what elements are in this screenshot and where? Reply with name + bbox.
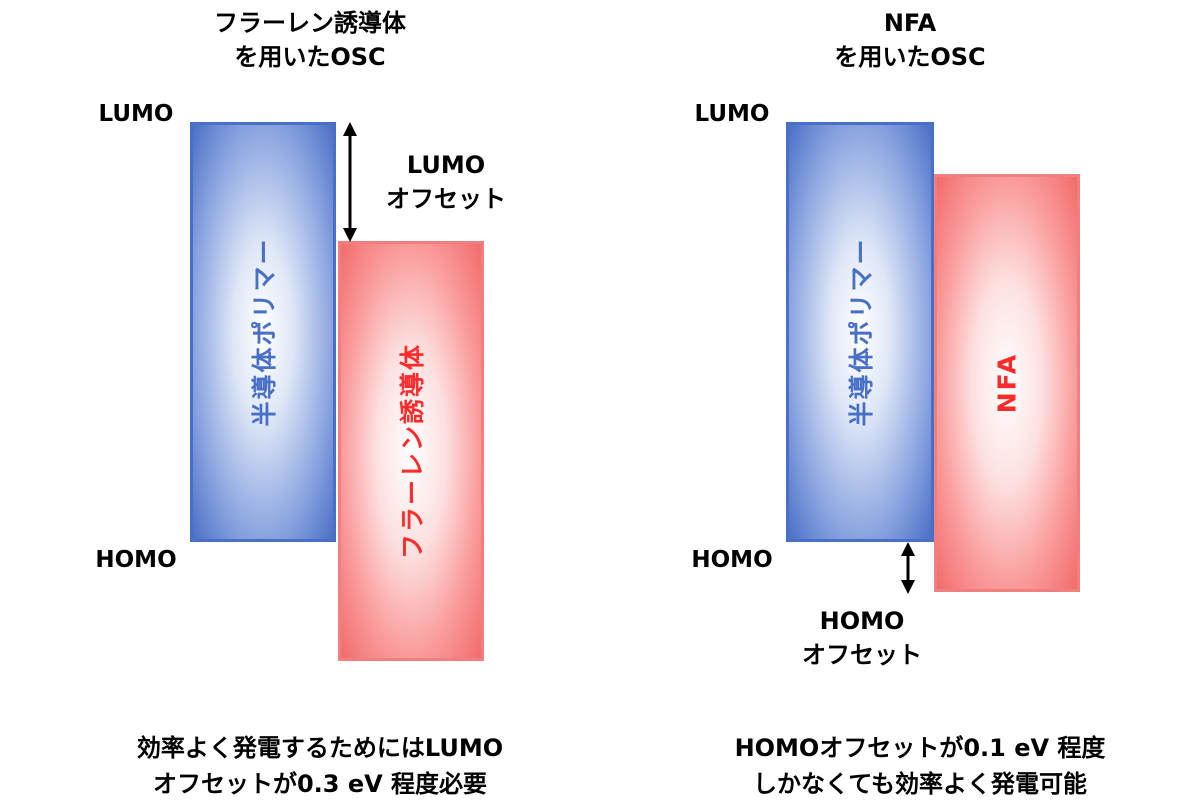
title-line-2: を用いたOSC <box>234 43 386 71</box>
title-line-1: フラーレン誘導体 <box>214 9 406 37</box>
lumo-offset-label: LUMO オフセット <box>346 148 546 216</box>
nfa-osc-panel: NFA を用いたOSC LUMO HOMO 半導体ポリマー NFA HOMO オ… <box>600 0 1200 800</box>
caption: 効率よく発電するためにはLUMO オフセットが0.3 eV 程度必要 <box>60 730 580 802</box>
title-line-1: NFA <box>883 9 937 37</box>
homo-offset-label: HOMO オフセット <box>762 604 962 672</box>
caption-line-1: 効率よく発電するためにはLUMO <box>136 734 504 762</box>
lumo-label: LUMO <box>694 101 770 127</box>
offset-line-2: オフセット <box>386 185 506 213</box>
fullerene-acceptor-label: フラーレン誘導体 <box>398 342 427 560</box>
offset-line-1: LUMO <box>406 151 486 179</box>
homo-label: HOMO <box>95 547 177 573</box>
lumo-offset-arrow <box>343 122 357 242</box>
caption-line-2: しかなくても効率よく発電可能 <box>752 770 1088 798</box>
panel-title: フラーレン誘導体 を用いたOSC <box>160 6 460 74</box>
fullerene-acceptor-bar: フラーレン誘導体 <box>338 241 484 661</box>
donor-polymer-bar: 半導体ポリマー <box>786 122 934 542</box>
caption-line-2: オフセットが0.3 eV 程度必要 <box>152 770 488 798</box>
donor-polymer-label: 半導体ポリマー <box>847 237 876 427</box>
nfa-acceptor-label: NFA <box>992 352 1022 414</box>
donor-polymer-label: 半導体ポリマー <box>250 237 279 427</box>
title-line-2: を用いたOSC <box>834 43 986 71</box>
caption: HOMOオフセットが0.1 eV 程度 しかなくても効率よく発電可能 <box>660 730 1180 802</box>
caption-line-1: HOMOオフセットが0.1 eV 程度 <box>734 734 1106 762</box>
lumo-label: LUMO <box>98 101 174 127</box>
donor-polymer-bar: 半導体ポリマー <box>190 122 336 542</box>
offset-line-2: オフセット <box>802 641 922 669</box>
offset-line-1: HOMO <box>819 607 905 635</box>
homo-offset-arrow <box>901 542 915 594</box>
fullerene-osc-panel: フラーレン誘導体 を用いたOSC LUMO HOMO 半導体ポリマー フラーレン… <box>0 0 600 800</box>
homo-label: HOMO <box>691 547 773 573</box>
nfa-acceptor-bar: NFA <box>934 174 1080 592</box>
panel-title: NFA を用いたOSC <box>760 6 1060 74</box>
